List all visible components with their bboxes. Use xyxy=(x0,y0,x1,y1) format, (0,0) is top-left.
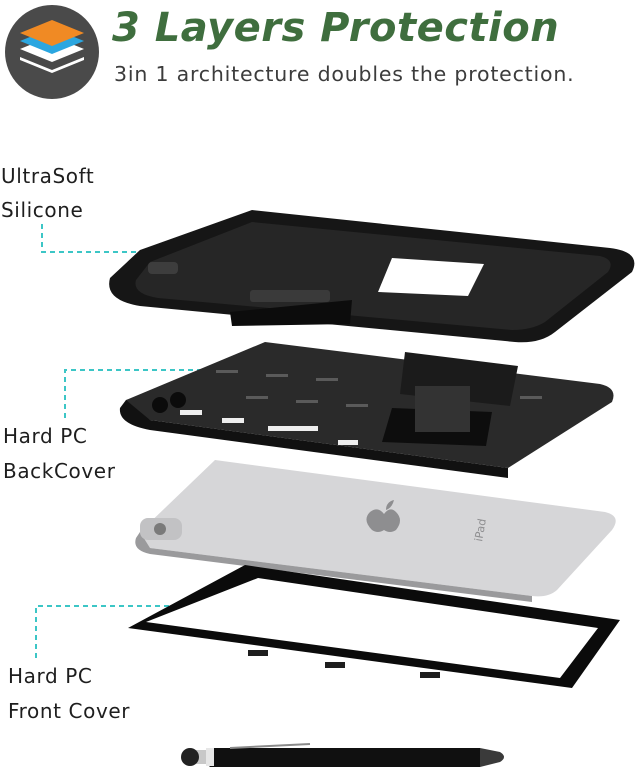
leader-line-silicone xyxy=(41,224,215,253)
leader-line-frontcover xyxy=(35,605,180,658)
ipad-logo-text: iPad xyxy=(472,518,489,543)
page-title: 3 Layers Protection xyxy=(112,5,560,51)
label-silicone-line1: UltraSoft xyxy=(1,164,95,188)
cutouts xyxy=(180,410,358,445)
silicone-case xyxy=(109,210,635,343)
layers-icon xyxy=(5,5,99,99)
label-backcover-line2: BackCover xyxy=(3,459,116,483)
label-frontcover-line1: Hard PC xyxy=(8,664,93,688)
label-frontcover-line2: Front Cover xyxy=(8,699,131,723)
pc-frontcover xyxy=(128,565,620,688)
ipad-device: iPad xyxy=(135,460,616,602)
label-backcover-line1: Hard PC xyxy=(3,424,88,448)
label-silicone-line2: Silicone xyxy=(1,198,84,222)
leader-line-backcover xyxy=(64,369,205,418)
stylus-icon xyxy=(181,743,504,767)
page-subtitle: 3in 1 architecture doubles the protectio… xyxy=(114,62,575,86)
pc-backcover xyxy=(119,342,614,478)
leader-lines xyxy=(35,224,215,658)
apple-logo-icon xyxy=(366,500,400,532)
